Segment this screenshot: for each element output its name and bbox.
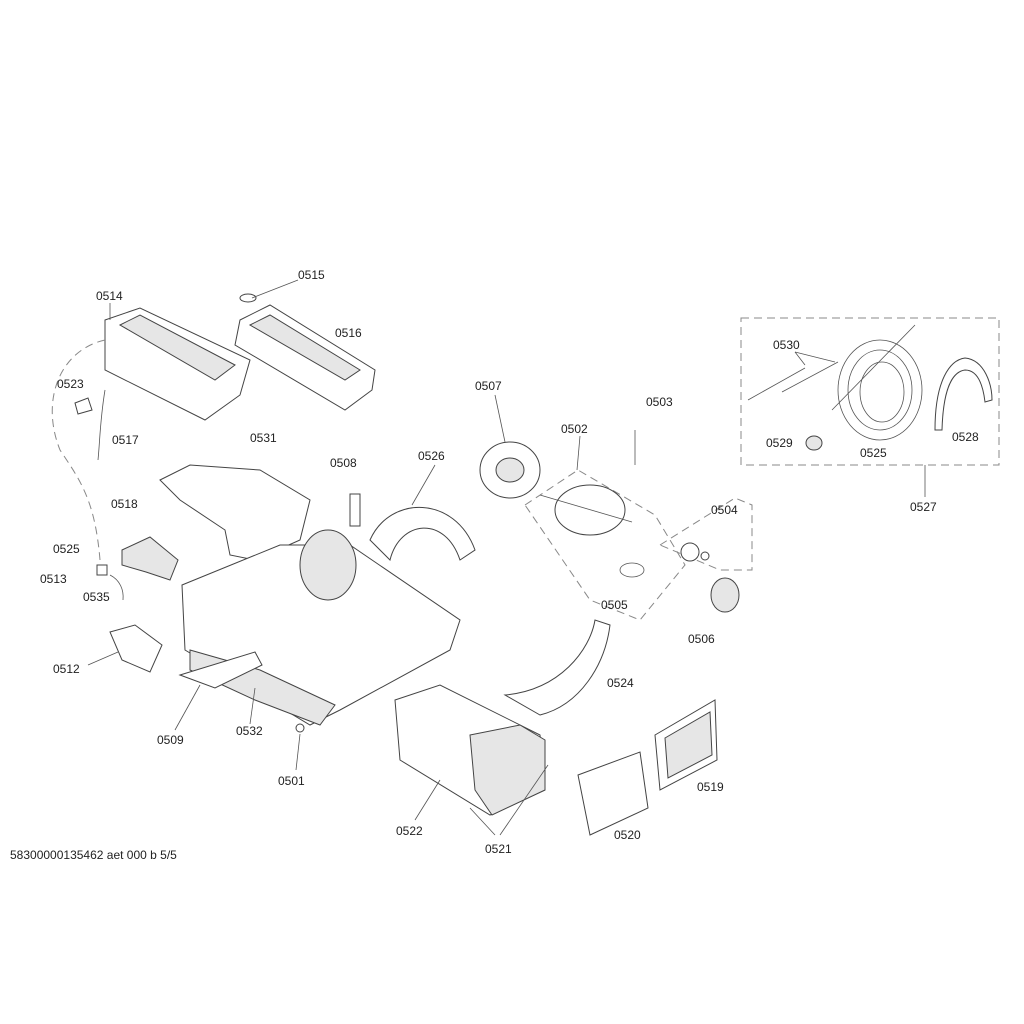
part-0526-fan-housing: [369, 507, 476, 561]
label-0514: 0514: [96, 289, 123, 303]
part-0520-cover: [577, 751, 649, 836]
label-0512: 0512: [53, 662, 80, 676]
label-0531: 0531: [250, 431, 277, 445]
part-0529-nozzle: [805, 435, 823, 451]
label-0535: 0535: [83, 590, 110, 604]
label-0513: 0513: [40, 572, 67, 586]
part-0522-heat-exchanger: [394, 684, 549, 836]
label-0519: 0519: [697, 780, 724, 794]
label-0525: 0525: [53, 542, 80, 556]
label-0518: 0518: [111, 497, 138, 511]
label-0520: 0520: [614, 828, 641, 842]
label-0504: 0504: [711, 503, 738, 517]
label-0515: 0515: [298, 268, 325, 282]
part-0518: [121, 536, 179, 581]
label-0503: 0503: [646, 395, 673, 409]
label-0507: 0507: [475, 379, 502, 393]
label-0532: 0532: [236, 724, 263, 738]
part-0512: [87, 624, 163, 673]
label-0501: 0501: [278, 774, 305, 788]
label-0516: 0516: [335, 326, 362, 340]
part-0509-flap: [178, 651, 263, 689]
label-0502: 0502: [561, 422, 588, 436]
part-0519-grille: [654, 699, 718, 791]
part-0505-belt: [619, 562, 645, 578]
label-0521: 0521: [485, 842, 512, 856]
label-0529: 0529: [766, 436, 793, 450]
label-0505: 0505: [601, 598, 628, 612]
label-0525-kit: 0525: [860, 446, 887, 460]
label-0526: 0526: [418, 449, 445, 463]
part-0508: [349, 493, 361, 527]
part-0530-cable-ties: [747, 367, 806, 401]
part-0525-hose-coil: [831, 324, 923, 441]
label-0509: 0509: [157, 733, 184, 747]
label-0528: 0528: [952, 430, 979, 444]
part-0504-group: [658, 497, 753, 571]
part-0507-fan-wheel: [479, 394, 541, 499]
label-0524: 0524: [607, 676, 634, 690]
label-0506: 0506: [688, 632, 715, 646]
label-0523: 0523: [57, 377, 84, 391]
label-0522: 0522: [396, 824, 423, 838]
part-0501-screw: [295, 723, 305, 733]
kit-group-box: [740, 317, 1000, 466]
part-0514-condenser: [104, 303, 251, 421]
label-0508: 0508: [330, 456, 357, 470]
label-0527: 0527: [910, 500, 937, 514]
part-0506-pulley: [710, 577, 740, 613]
part-0528-hose-bracket: [934, 357, 993, 431]
hose-0525-routing: [51, 339, 106, 561]
label-0530: 0530: [773, 338, 800, 352]
part-0516-water-container: [234, 279, 376, 411]
drawing-reference-number: 58300000135462 aet 000 b 5/5: [10, 848, 177, 862]
part-0502-motor: [524, 435, 686, 621]
part-0524-seal: [503, 619, 611, 716]
label-0517: 0517: [112, 433, 139, 447]
